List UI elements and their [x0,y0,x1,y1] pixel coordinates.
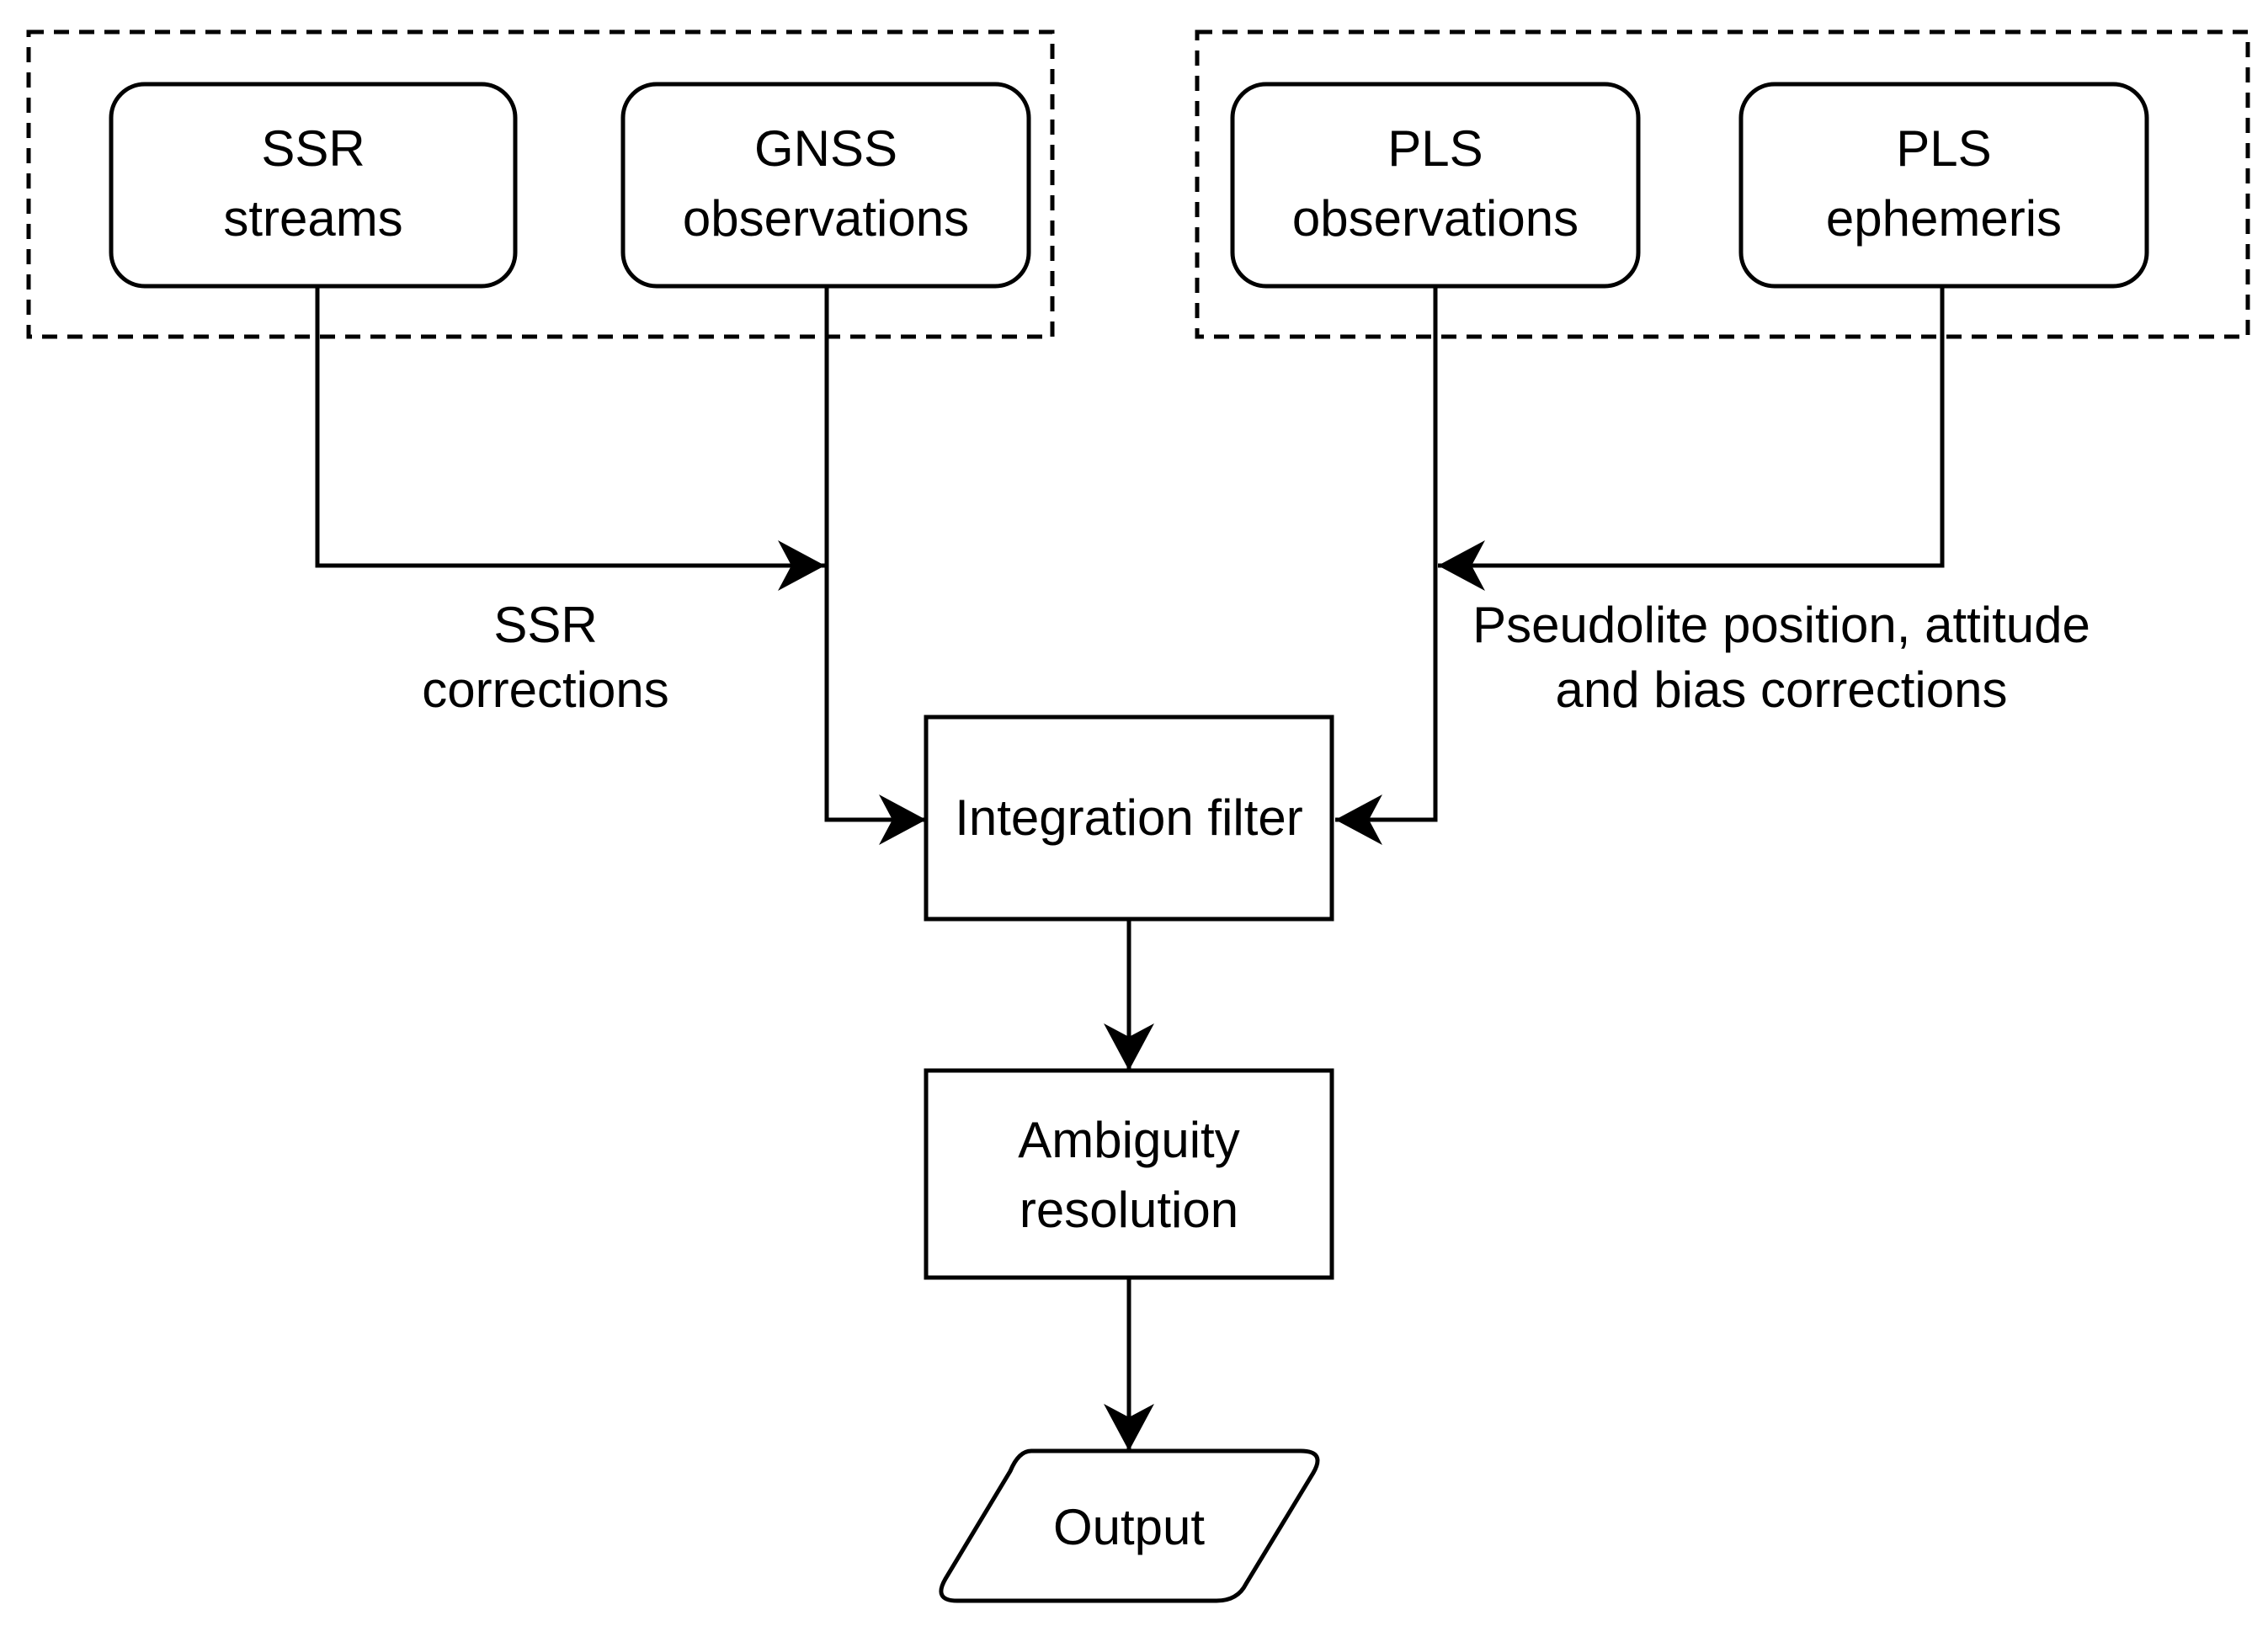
node-ambiguity-resolution-line-2: resolution [1020,1182,1238,1238]
node-pls-ephemeris: PLS ephemeris [1738,82,2149,289]
node-integration-filter-label: Integration filter [955,789,1303,846]
node-integration-filter: Integration filter [924,715,1334,922]
node-pls-ephemeris-line-1: PLS [1896,120,1991,177]
edge-pls-observations-to-integration-filter [1335,286,1438,845]
node-pls-observations: PLS observations [1230,82,1641,289]
node-ssr-streams: SSR streams [109,82,518,289]
node-gnss-observations-line-2: observations [683,190,969,247]
node-ssr-streams-line-1: SSR [261,120,365,177]
node-ambiguity-resolution: Ambiguity resolution [924,1068,1334,1280]
edge-ssr-streams-to-junction [315,286,825,591]
node-gnss-observations: GNSS observations [620,82,1031,289]
node-ambiguity-resolution-line-1: Ambiguity [1018,1112,1239,1168]
node-pls-ephemeris-line-2: ephemeris [1826,190,2062,247]
edge-gnss-to-integration-filter [824,286,926,845]
node-ssr-streams-line-2: streams [223,190,402,247]
edge-pls-ephemeris-to-junction [1438,286,1945,591]
gnss-input-group [26,29,1055,339]
node-pls-observations-line-2: observations [1292,190,1579,247]
node-gnss-observations-line-1: GNSS [754,120,897,177]
edge-label-pseudolite-corrections-line-1: Pseudolite position, attitude [1472,597,2090,653]
node-output: Output [939,1448,1320,1603]
edge-label-pseudolite-corrections-line-2: and bias corrections [1556,662,2008,718]
edge-label-ssr-corrections-line-1: SSR [493,597,597,653]
edge-label-ssr-corrections-line-2: corrections [422,662,668,718]
node-output-label: Output [1053,1499,1205,1555]
node-pls-observations-line-1: PLS [1387,120,1483,177]
pls-input-group [1195,29,2250,339]
